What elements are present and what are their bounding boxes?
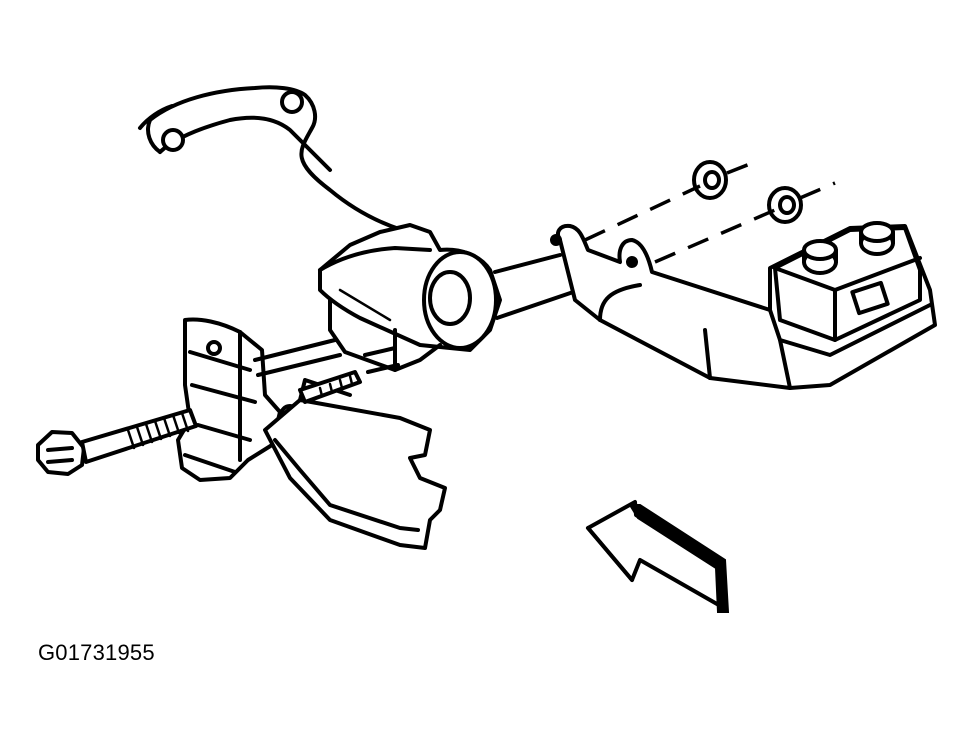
- mounting-bolt: [36, 408, 198, 476]
- upper-bracket-arm: [138, 85, 422, 237]
- nuts: [692, 160, 803, 224]
- mount-shaft: [493, 253, 587, 320]
- transmission-mount-bracket: [550, 221, 937, 390]
- alignment-lines: [584, 158, 836, 264]
- frame-bracket: [263, 378, 447, 550]
- mount-studs: [253, 338, 400, 404]
- figure-id-label: G01731955: [38, 640, 155, 665]
- engine-mount: [318, 223, 502, 372]
- direction-arrow: [586, 500, 730, 613]
